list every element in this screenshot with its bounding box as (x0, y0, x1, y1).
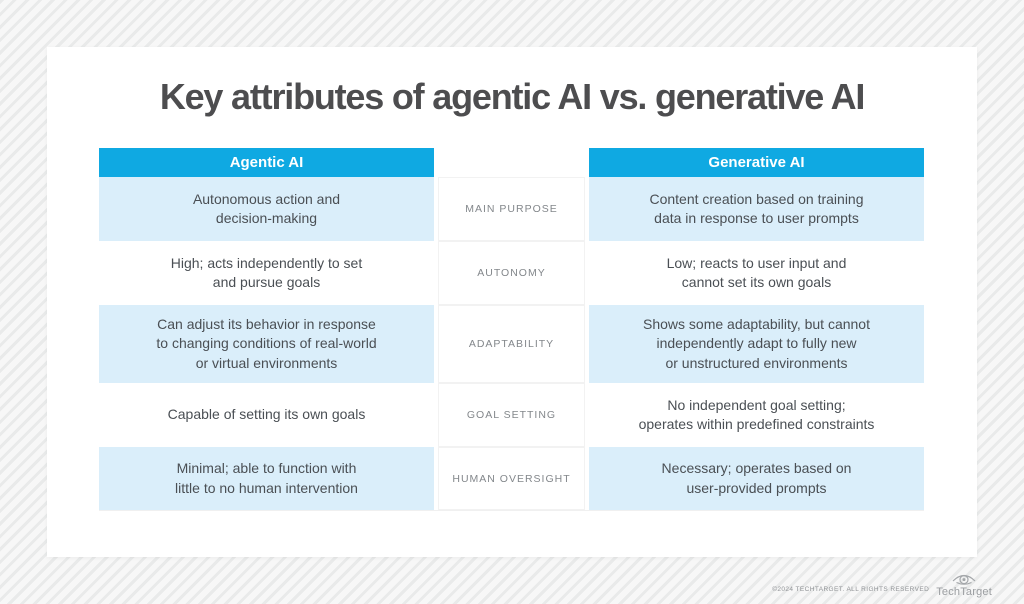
attribute-label: MAIN PURPOSE (438, 177, 585, 241)
agentic-cell: High; acts independently to set and purs… (99, 241, 434, 305)
techtarget-logo: TechTarget (936, 571, 992, 598)
attribute-cell: ADAPTABILITY (434, 305, 589, 383)
column-header-spacer (434, 148, 589, 177)
page-title: Key attributes of agentic AI vs. generat… (159, 76, 866, 117)
column-header-generative-ai: Generative AI (589, 148, 924, 177)
attribute-cell: HUMAN OVERSIGHT (434, 447, 589, 510)
attribute-cell: MAIN PURPOSE (434, 177, 589, 241)
column-header-agentic-ai: Agentic AI (99, 148, 434, 177)
agentic-cell: Autonomous action and decision-making (99, 177, 434, 241)
table-row-main-purpose: Autonomous action and decision-making MA… (99, 177, 924, 241)
copyright-text: ©2024 TECHTARGET. ALL RIGHTS RESERVED (772, 586, 930, 593)
table-row-adaptability: Can adjust its behavior in response to c… (99, 305, 924, 383)
agentic-cell: Capable of setting its own goals (99, 383, 434, 447)
infographic-card: Key attributes of agentic AI vs. generat… (47, 47, 977, 557)
attribute-label: HUMAN OVERSIGHT (438, 447, 585, 510)
generative-cell: Content creation based on training data … (589, 177, 924, 241)
techtarget-eye-icon (952, 574, 976, 585)
table-row-autonomy: High; acts independently to set and purs… (99, 241, 924, 305)
generative-cell: Shows some adaptability, but cannot inde… (589, 305, 924, 383)
attribute-cell: GOAL SETTING (434, 383, 589, 447)
table-row-human-oversight: Minimal; able to function with little to… (99, 447, 924, 510)
attribute-cell: AUTONOMY (434, 241, 589, 305)
attribute-label: ADAPTABILITY (438, 305, 585, 383)
generative-cell: No independent goal setting; operates wi… (589, 383, 924, 447)
agentic-cell: Minimal; able to function with little to… (99, 447, 434, 510)
comparison-table: Agentic AI Generative AI Autonomous acti… (99, 148, 924, 510)
attribute-label: AUTONOMY (438, 241, 585, 305)
footer: ©2024 TECHTARGET. ALL RIGHTS RESERVED Te… (772, 571, 992, 598)
generative-cell: Necessary; operates based on user-provid… (589, 447, 924, 510)
attribute-label: GOAL SETTING (438, 383, 585, 447)
generative-cell: Low; reacts to user input and cannot set… (589, 241, 924, 305)
agentic-cell: Can adjust its behavior in response to c… (99, 305, 434, 383)
techtarget-wordmark: TechTarget (936, 586, 992, 598)
table-row-goal-setting: Capable of setting its own goals GOAL SE… (99, 383, 924, 447)
table-header-row: Agentic AI Generative AI (99, 148, 924, 177)
